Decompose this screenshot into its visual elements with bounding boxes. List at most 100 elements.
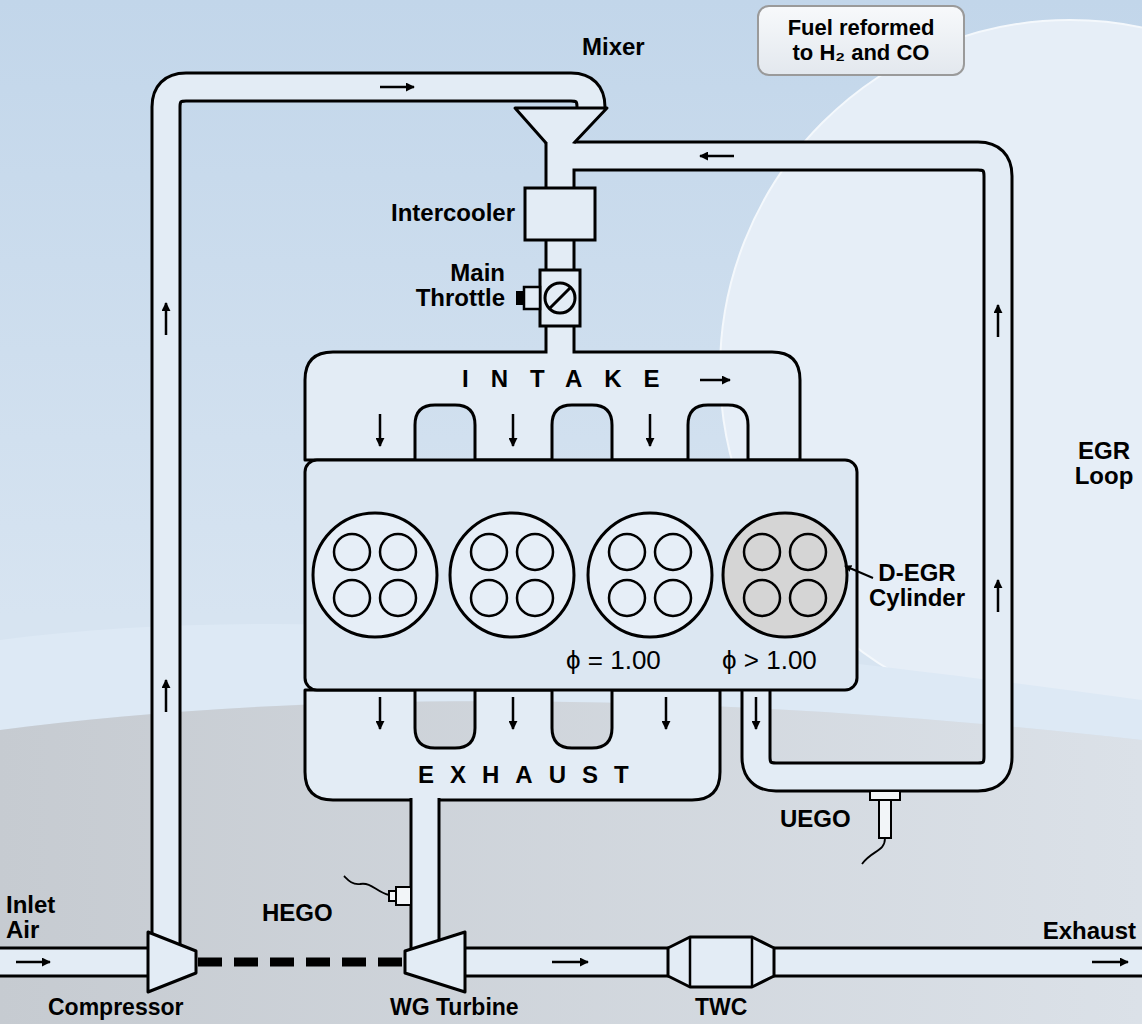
part-label-box: Intercooler [391, 200, 515, 225]
tailpipe [460, 947, 1142, 978]
compressor-symbol [148, 932, 196, 992]
cylinder [588, 513, 712, 637]
valve [380, 580, 416, 616]
ratio-label-box: ϕ = 1.00 [566, 647, 661, 674]
valve [471, 534, 507, 570]
intake-manifold [305, 352, 800, 460]
flow-arrow [1092, 961, 1128, 964]
flow-arrows [16, 87, 1128, 962]
callout-box: Fuel reformed to H₂ and CO [757, 5, 965, 76]
sensor-label: UEGO [780, 806, 851, 831]
ratio-label-box: ϕ > 1.00 [722, 647, 817, 674]
throttle-bore [545, 283, 575, 313]
part-label: TWC [695, 996, 747, 1019]
catalyst-face [751, 937, 754, 987]
flow-arrow [379, 697, 382, 729]
part-label: WG Turbine [390, 996, 519, 1019]
valve [790, 534, 826, 570]
part-label-box: TWC [695, 996, 747, 1019]
uego-sensor [879, 800, 891, 838]
flow-label: Inlet Air [6, 892, 68, 942]
valve [517, 534, 553, 570]
tailpipe-inner [460, 950, 1142, 975]
manifold-label-box: INTAKE [462, 366, 682, 391]
flow-arrow [700, 379, 730, 382]
loop-label: EGR Loop [1072, 438, 1136, 488]
hego-sensor [396, 887, 411, 905]
throttle-actuator [524, 287, 540, 309]
loop-label-box: EGR Loop [1072, 438, 1136, 488]
engine-block [305, 460, 857, 690]
valve [609, 534, 645, 570]
mixer-fill [515, 108, 607, 142]
valves [334, 534, 826, 616]
flow-arrow [16, 961, 50, 964]
leader-arrow [845, 566, 873, 578]
part-label-box: WG Turbine [390, 996, 519, 1019]
flow-arrow [379, 414, 382, 446]
part-label-box: Main Throttle [385, 260, 505, 310]
catalyst-symbol [668, 937, 774, 987]
flow-label-box: Inlet Air [6, 892, 68, 942]
pipe-walls [0, 87, 1142, 962]
valve [334, 534, 370, 570]
throttle-actuator-cap [516, 291, 524, 305]
flow-arrow [165, 303, 168, 335]
sensor-label-box: HEGO [262, 900, 333, 925]
flow-arrow [512, 697, 515, 729]
exhaust-downpipe-inner [413, 795, 438, 952]
uego-sensor-cap [870, 791, 900, 800]
manifold-label: INTAKE [462, 366, 682, 391]
catalyst-face [689, 937, 692, 987]
hego-wire [344, 876, 389, 895]
ratio-label: ϕ = 1.00 [566, 647, 661, 674]
uego-wire [862, 838, 885, 864]
sensor-label: HEGO [262, 900, 333, 925]
flow-arrow [997, 580, 1000, 612]
valve [334, 580, 370, 616]
pipe-interiors [0, 87, 1142, 962]
sensor-label-box: UEGO [780, 806, 851, 831]
valve [744, 580, 780, 616]
throttle-body [540, 270, 580, 326]
valve [517, 580, 553, 616]
cylinder [313, 513, 437, 637]
callout-text: Fuel reformed to H₂ and CO [779, 15, 943, 66]
cylinders [313, 513, 847, 637]
mixer-symbol [515, 108, 607, 143]
inlet-pipe-inner [0, 950, 152, 975]
flow-arrow [997, 305, 1000, 337]
throttle-plate [549, 287, 571, 309]
exhaust-manifold [305, 690, 720, 800]
part-label-box: Mixer [582, 34, 645, 59]
valve [609, 580, 645, 616]
hego-sensor-tip [389, 891, 396, 901]
flow-arrow [380, 86, 414, 89]
turbine-symbol [405, 932, 465, 992]
ratio-label: ϕ > 1.00 [722, 647, 817, 674]
valve [380, 534, 416, 570]
valve [471, 580, 507, 616]
callout-label: D-EGR Cylinder [862, 560, 972, 610]
part-label: Compressor [48, 996, 183, 1019]
manifold-label: EXHAUST [418, 762, 645, 787]
flow-arrow [649, 414, 652, 446]
valve [655, 580, 691, 616]
inlet-pipe [0, 947, 152, 978]
flow-arrow [665, 697, 668, 729]
valve [744, 534, 780, 570]
degr-cylinder [723, 513, 847, 637]
part-label: Mixer [582, 34, 645, 59]
part-label-box: Compressor [48, 996, 183, 1019]
flow-arrow [552, 961, 588, 964]
flow-arrow [165, 680, 168, 712]
flow-label-box: Exhaust [1043, 918, 1136, 943]
part-label: Intercooler [391, 200, 515, 225]
manifold-label-box: EXHAUST [418, 762, 645, 787]
turbo-shaft [198, 958, 403, 967]
flow-arrow [700, 155, 734, 158]
